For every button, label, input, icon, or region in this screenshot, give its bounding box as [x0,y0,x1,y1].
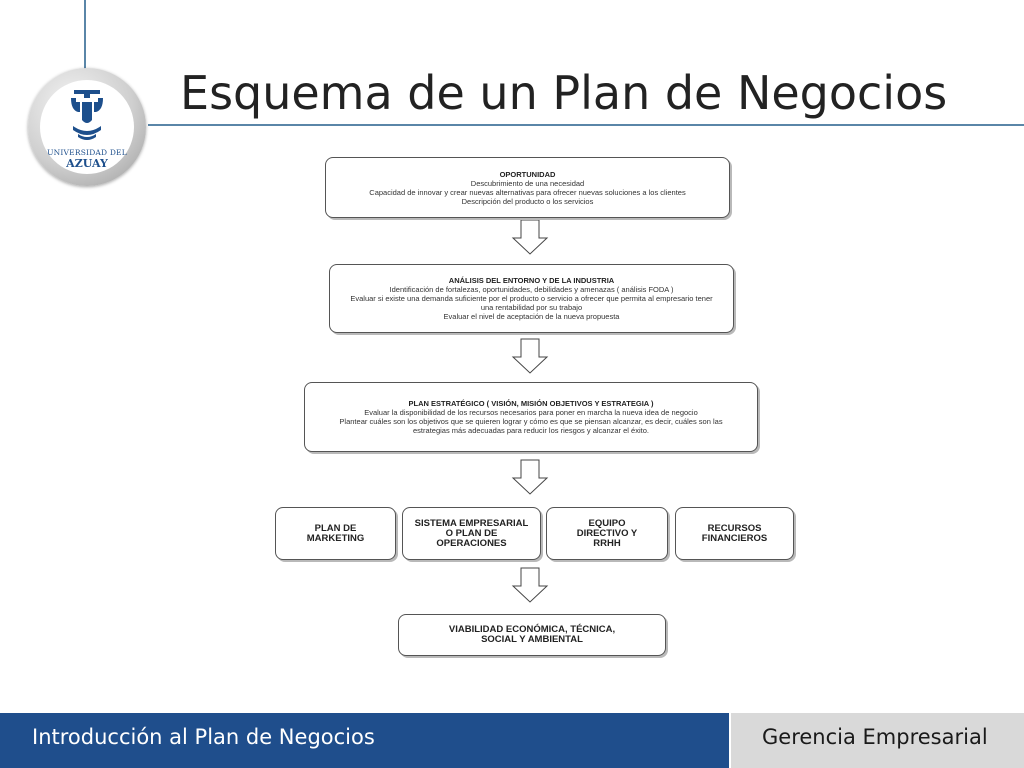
box-recursos-financieros-line: FINANCIEROS [701,532,768,544]
box-equipo-directivo-line: DIRECTIVO Y [576,527,638,539]
box-plan-marketing: PLAN DE MARKETING [275,507,396,560]
box-analisis-entorno: ANÁLISIS DEL ENTORNO Y DE LA INDUSTRIA I… [329,264,734,333]
box-oportunidad-line: Descripción del producto o los servicios [461,196,594,206]
box-recursos-financieros-line: RECURSOS [707,522,762,534]
box-recursos-financieros: RECURSOS FINANCIEROS [675,507,794,560]
box-oportunidad-line: Descubrimiento de una necesidad [470,178,585,188]
slide-title: Esquema de un Plan de Negocios [180,66,948,120]
title-underline [148,124,1024,126]
box-equipo-directivo: EQUIPO DIRECTIVO Y RRHH [546,507,668,560]
box-viabilidad-line: VIABILIDAD ECONÓMICA, TÉCNICA, [448,624,616,635]
decorative-vertical-line [84,0,86,72]
box-analisis-heading: ANÁLISIS DEL ENTORNO Y DE LA INDUSTRIA [448,276,615,285]
box-sistema-empresarial-line: O PLAN DE [445,527,498,539]
logo-inner-circle: UNIVERSIDAD DEL AZUAY [40,80,134,174]
university-emblem-icon [71,90,103,140]
footer-right-band [729,713,1024,768]
footer-course-title: Introducción al Plan de Negocios [32,725,375,749]
box-equipo-directivo-line: RRHH [593,537,621,549]
box-sistema-empresarial-line: OPERACIONES [436,537,507,549]
box-oportunidad-line: Capacidad de innovar y crear nuevas alte… [369,187,686,197]
box-plan-estrategico: PLAN ESTRATÉGICO ( VISIÓN, MISIÓN OBJETI… [304,382,758,452]
box-sistema-empresarial-line: SISTEMA EMPRESARIAL [414,517,529,529]
box-analisis-line: Identificación de fortalezas, oportunida… [389,285,674,294]
box-plan-marketing-line: MARKETING [306,532,365,544]
arrow-down-icon [512,459,548,495]
footer-subject: Gerencia Empresarial [762,725,988,749]
logo-text-azuay: AZUAY [66,157,108,170]
box-plan-marketing-line: PLAN DE [314,522,357,534]
box-plan-estrategico-line: Plantear cuáles son los objetivos que se… [339,417,723,426]
box-oportunidad-heading: OPORTUNIDAD [499,169,556,179]
university-logo: UNIVERSIDAD DEL AZUAY [28,68,146,186]
box-analisis-line: Evaluar si existe una demanda suficiente… [350,294,713,303]
logo-text-university: UNIVERSIDAD DEL [47,148,127,157]
box-equipo-directivo-line: EQUIPO [588,517,626,529]
arrow-down-icon [512,219,548,255]
box-plan-estrategico-heading: PLAN ESTRATÉGICO ( VISIÓN, MISIÓN OBJETI… [408,399,654,408]
box-sistema-empresarial: SISTEMA EMPRESARIAL O PLAN DE OPERACIONE… [402,507,541,560]
box-plan-estrategico-line: estrategias más adecuadas para reducir l… [413,426,649,435]
box-viabilidad: VIABILIDAD ECONÓMICA, TÉCNICA, SOCIAL Y … [398,614,666,656]
arrow-down-icon [512,567,548,603]
arrow-down-icon [512,338,548,374]
box-viabilidad-line: SOCIAL Y AMBIENTAL [481,634,583,645]
box-oportunidad: OPORTUNIDAD Descubrimiento de una necesi… [325,157,730,218]
footer-left-band [0,713,729,768]
box-analisis-line: Evaluar el nivel de aceptación de la nue… [443,312,620,321]
box-analisis-line: una rentabilidad por su trabajo [480,303,583,312]
box-plan-estrategico-line: Evaluar la disponibilidad de los recurso… [364,408,698,417]
